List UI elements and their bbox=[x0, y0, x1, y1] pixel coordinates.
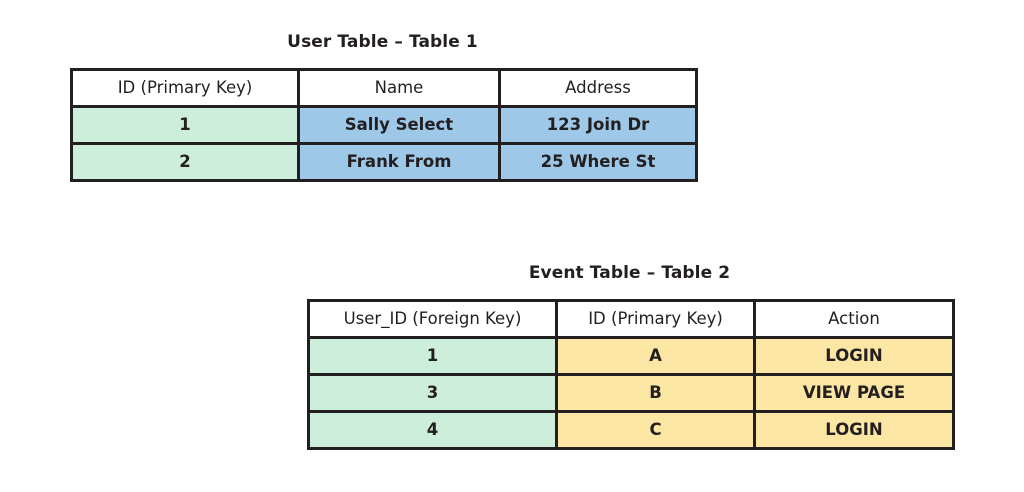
column-header-id: ID (Primary Key) bbox=[555, 299, 756, 339]
table-header-row: ID (Primary Key) Name Address bbox=[70, 68, 698, 108]
column-header-name: Name bbox=[297, 68, 501, 108]
user-table: ID (Primary Key) Name Address 1 Sally Se… bbox=[70, 68, 698, 182]
cell-id: 1 bbox=[70, 105, 300, 145]
column-header-action: Action bbox=[753, 299, 955, 339]
table-header-row: User_ID (Foreign Key) ID (Primary Key) A… bbox=[307, 299, 955, 339]
table-row: 2 Frank From 25 Where St bbox=[70, 142, 698, 182]
column-header-user-id: User_ID (Foreign Key) bbox=[307, 299, 558, 339]
event-table: User_ID (Foreign Key) ID (Primary Key) A… bbox=[307, 299, 955, 450]
cell-name: Sally Select bbox=[297, 105, 501, 145]
cell-address: 25 Where St bbox=[498, 142, 698, 182]
cell-name: Frank From bbox=[297, 142, 501, 182]
cell-action: VIEW PAGE bbox=[753, 373, 955, 413]
user-table-block: User Table – Table 1 ID (Primary Key) Na… bbox=[70, 32, 698, 182]
cell-id: C bbox=[555, 410, 756, 450]
cell-action: LOGIN bbox=[753, 410, 955, 450]
table-row: 4 C LOGIN bbox=[307, 410, 955, 450]
table-row: 1 A LOGIN bbox=[307, 336, 955, 376]
cell-user-id: 1 bbox=[307, 336, 558, 376]
cell-id: 2 bbox=[70, 142, 300, 182]
table-row: 1 Sally Select 123 Join Dr bbox=[70, 105, 698, 145]
cell-id: A bbox=[555, 336, 756, 376]
cell-action: LOGIN bbox=[753, 336, 955, 376]
user-table-title: User Table – Table 1 bbox=[287, 32, 478, 52]
cell-user-id: 4 bbox=[307, 410, 558, 450]
cell-user-id: 3 bbox=[307, 373, 558, 413]
column-header-id: ID (Primary Key) bbox=[70, 68, 300, 108]
cell-address: 123 Join Dr bbox=[498, 105, 698, 145]
column-header-address: Address bbox=[498, 68, 698, 108]
table-row: 3 B VIEW PAGE bbox=[307, 373, 955, 413]
event-table-block: Event Table – Table 2 User_ID (Foreign K… bbox=[307, 263, 955, 450]
cell-id: B bbox=[555, 373, 756, 413]
event-table-title: Event Table – Table 2 bbox=[528, 263, 731, 283]
